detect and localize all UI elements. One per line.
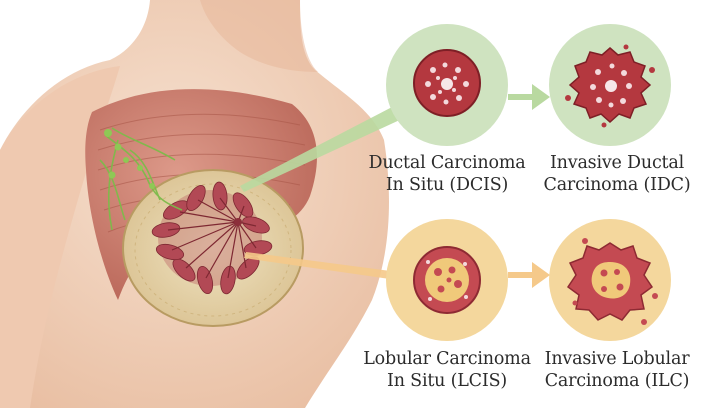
ilc-label-line2: Carcinoma (ILC)	[532, 370, 702, 392]
ductal-progression-arrow	[508, 84, 550, 110]
dcis-label-line1: Ductal Carcinoma	[362, 152, 532, 174]
idc-label-line2: Carcinoma (IDC)	[532, 174, 702, 196]
ilc-label: Invasive Lobular Carcinoma (ILC)	[532, 348, 702, 392]
ilc-label-line1: Invasive Lobular	[532, 348, 702, 370]
lcis-label-line2: In Situ (LCIS)	[358, 370, 536, 392]
dcis-duct-illustration	[414, 50, 480, 116]
dcis-label-line2: In Situ (DCIS)	[362, 174, 532, 196]
lcis-label: Lobular Carcinoma In Situ (LCIS)	[358, 348, 536, 392]
lcis-label-line1: Lobular Carcinoma	[358, 348, 536, 370]
lcis-lobule-illustration	[414, 247, 480, 313]
dcis-label: Ductal Carcinoma In Situ (DCIS)	[362, 152, 532, 196]
idc-label-line1: Invasive Ductal	[532, 152, 702, 174]
idc-label: Invasive Ductal Carcinoma (IDC)	[532, 152, 702, 196]
lobular-progression-arrow	[508, 262, 550, 288]
